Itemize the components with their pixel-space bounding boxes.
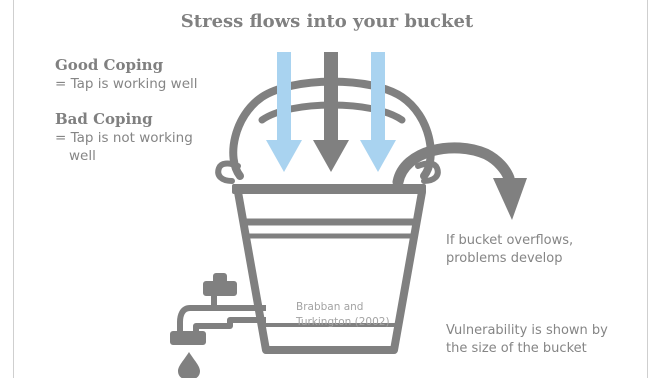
citation: Brabban and Turkington (2002) <box>296 300 396 330</box>
citation-line-2: Turkington (2002) <box>296 315 396 330</box>
overflow-note: If bucket overflows, problems develop <box>446 232 616 268</box>
vulnerability-note: Vulnerability is shown by the size of th… <box>446 322 626 358</box>
stress-arrow-center <box>313 52 349 172</box>
citation-line-1: Brabban and <box>296 300 396 315</box>
water-drop-icon <box>178 352 200 378</box>
